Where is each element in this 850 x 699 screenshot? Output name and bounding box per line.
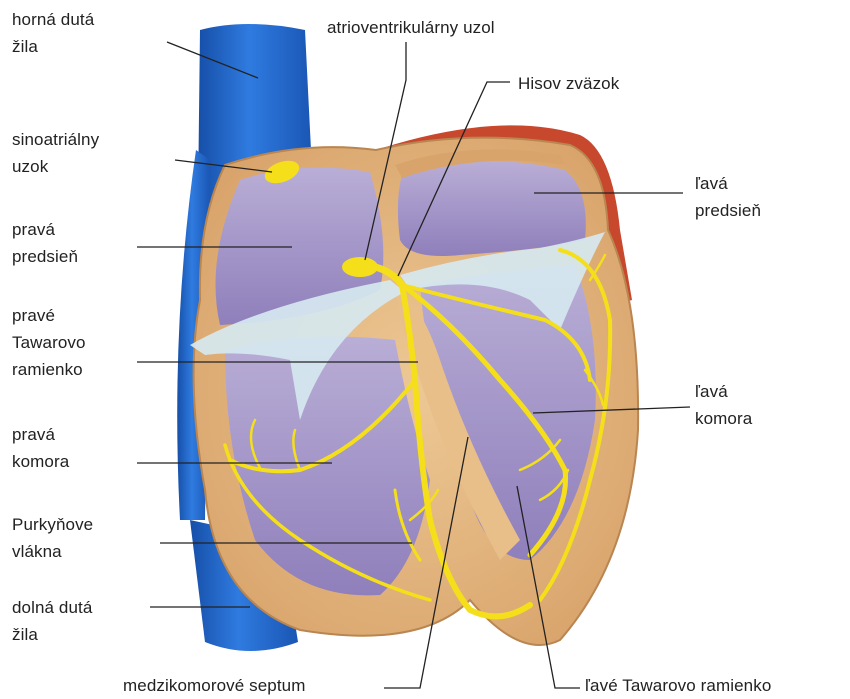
left-atrium-chamber bbox=[398, 161, 586, 256]
label-line: sinoatriálny bbox=[12, 126, 99, 153]
label-line: žila bbox=[12, 621, 92, 648]
label-right-atrium: pravá predsieň bbox=[12, 216, 78, 270]
label-purkinje-fibers: Purkyňove vlákna bbox=[12, 511, 93, 565]
label-line: uzok bbox=[12, 153, 99, 180]
label-line: komora bbox=[695, 405, 752, 432]
label-septum: medzikomorové septum bbox=[123, 672, 305, 699]
label-line: žila bbox=[12, 33, 94, 60]
label-right-ventricle: pravá komora bbox=[12, 421, 69, 475]
label-av-node: atrioventrikulárny uzol bbox=[327, 14, 495, 41]
label-sa-node: sinoatriálny uzok bbox=[12, 126, 99, 180]
label-line: predsieň bbox=[12, 243, 78, 270]
label-line: vlákna bbox=[12, 538, 93, 565]
label-line: predsieň bbox=[695, 197, 761, 224]
label-superior-vena-cava: horná dutá žila bbox=[12, 6, 94, 60]
av-node bbox=[342, 257, 378, 277]
label-line: pravá bbox=[12, 216, 78, 243]
label-left-atrium: ľavá predsieň bbox=[695, 170, 761, 224]
label-inferior-vena-cava: dolná dutá žila bbox=[12, 594, 92, 648]
label-left-ventricle: ľavá komora bbox=[695, 378, 752, 432]
label-line: komora bbox=[12, 448, 69, 475]
label-line: horná dutá bbox=[12, 6, 94, 33]
label-line: ramienko bbox=[12, 356, 86, 383]
label-bundle-of-his: Hisov zväzok bbox=[518, 70, 619, 97]
label-right-bundle-branch: pravé Tawarovo ramienko bbox=[12, 302, 86, 383]
label-line: Tawarovo bbox=[12, 329, 86, 356]
label-line: ľavá bbox=[695, 170, 761, 197]
label-line: Purkyňove bbox=[12, 511, 93, 538]
label-line: pravé bbox=[12, 302, 86, 329]
label-line: dolná dutá bbox=[12, 594, 92, 621]
label-left-bundle-branch: ľavé Tawarovo ramienko bbox=[585, 672, 771, 699]
label-line: ľavá bbox=[695, 378, 752, 405]
label-line: pravá bbox=[12, 421, 69, 448]
